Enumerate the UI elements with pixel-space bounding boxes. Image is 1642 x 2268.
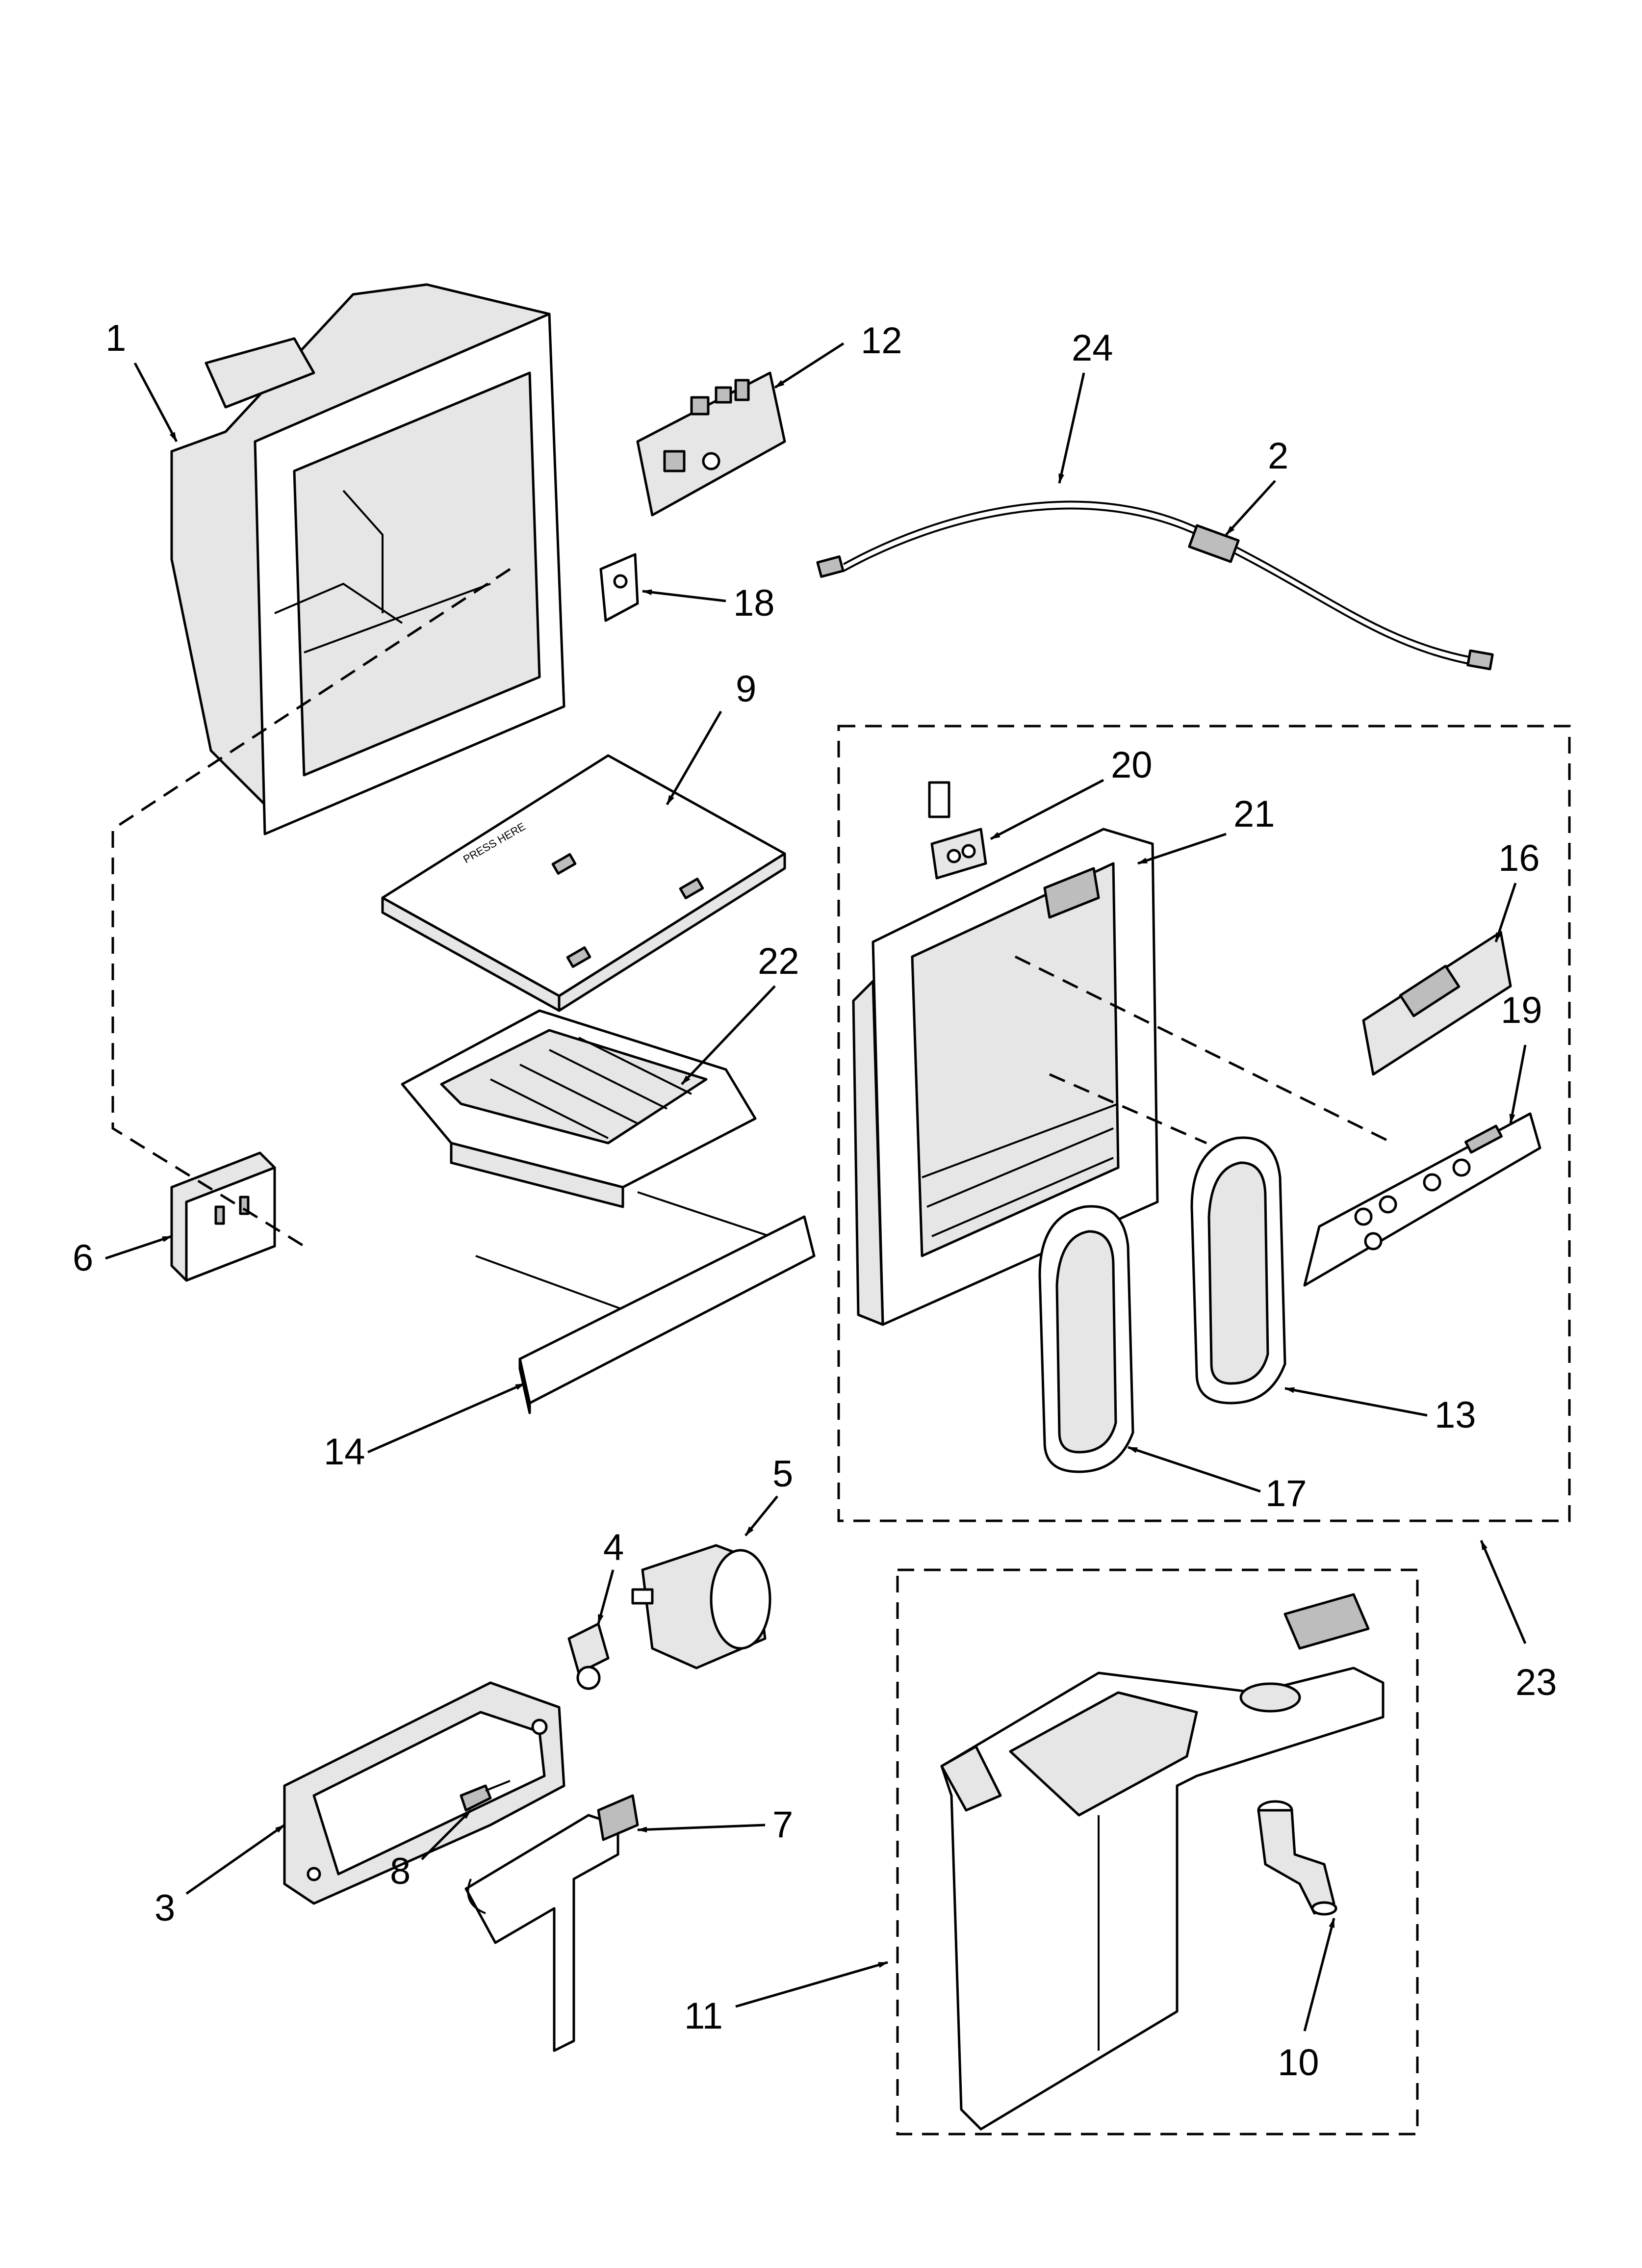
part-17-ice-paddle: [1038, 1205, 1134, 1473]
part-12-control-board: [636, 371, 786, 517]
callout-16: 16: [1498, 837, 1540, 879]
callout-9: 9: [736, 668, 756, 710]
part-20-switch: [928, 781, 987, 880]
callout-labels: 1 2 3 4 5 6 7 8 9 10 11 12 13 14 16 17 1…: [73, 317, 1557, 2084]
callout-7: 7: [772, 1804, 793, 1846]
part-16-display-board: [1362, 931, 1512, 1076]
part-22-drip-tray: [401, 1009, 757, 1208]
part-9-ice-chute-tray: PRESS HERE: [381, 754, 786, 1012]
callout-12: 12: [861, 320, 902, 362]
dashed-alignment-lines: [111, 568, 1394, 1248]
callout-14: 14: [324, 1431, 365, 1473]
part-6-receptacle: [170, 1151, 276, 1282]
callout-21: 21: [1233, 793, 1275, 835]
callout-20: 20: [1111, 744, 1153, 786]
callout-24: 24: [1072, 327, 1113, 369]
part-24-wire-harness: [816, 500, 1494, 671]
part-3-actuator-bracket: [283, 1681, 565, 1905]
callout-18: 18: [733, 582, 775, 624]
part-13-water-paddle: [1190, 1136, 1286, 1405]
callout-23: 23: [1515, 1662, 1557, 1703]
part-2-harness-connector: [1188, 524, 1240, 563]
callout-13: 13: [1435, 1394, 1476, 1436]
callout-17: 17: [1265, 1473, 1307, 1514]
callout-4: 4: [603, 1527, 624, 1568]
part-11-ice-chute-assembly: [940, 1593, 1385, 2131]
callout-1: 1: [105, 317, 126, 359]
assembly-group-23-box: [837, 725, 1571, 1522]
assembly-group-11-box: [896, 1568, 1419, 2136]
part-4-coupling: [567, 1622, 610, 1690]
part-5-auger-motor: [631, 1544, 771, 1669]
callout-3: 3: [154, 1887, 175, 1929]
part-7-actuator-arm: [464, 1794, 639, 2052]
callout-10: 10: [1278, 2042, 1319, 2084]
part-14-drip-tray-grille: [475, 1191, 816, 1414]
callout-6: 6: [73, 1237, 93, 1279]
part-18-bracket: [599, 553, 639, 622]
part-10-water-fitting: [1257, 1800, 1337, 1916]
part-21-dispenser-frame: [852, 828, 1159, 1326]
leader-lines: [105, 342, 1527, 2032]
callout-11: 11: [684, 1995, 723, 2037]
part-19-control-overlay: [1303, 1112, 1541, 1287]
callout-22: 22: [758, 940, 799, 982]
callout-8: 8: [390, 1851, 410, 1892]
part-1-dispenser-housing: [170, 283, 565, 835]
callout-2: 2: [1268, 435, 1288, 477]
callout-5: 5: [772, 1453, 793, 1495]
part-8-screw: [460, 1780, 511, 1812]
callout-19: 19: [1501, 990, 1542, 1031]
